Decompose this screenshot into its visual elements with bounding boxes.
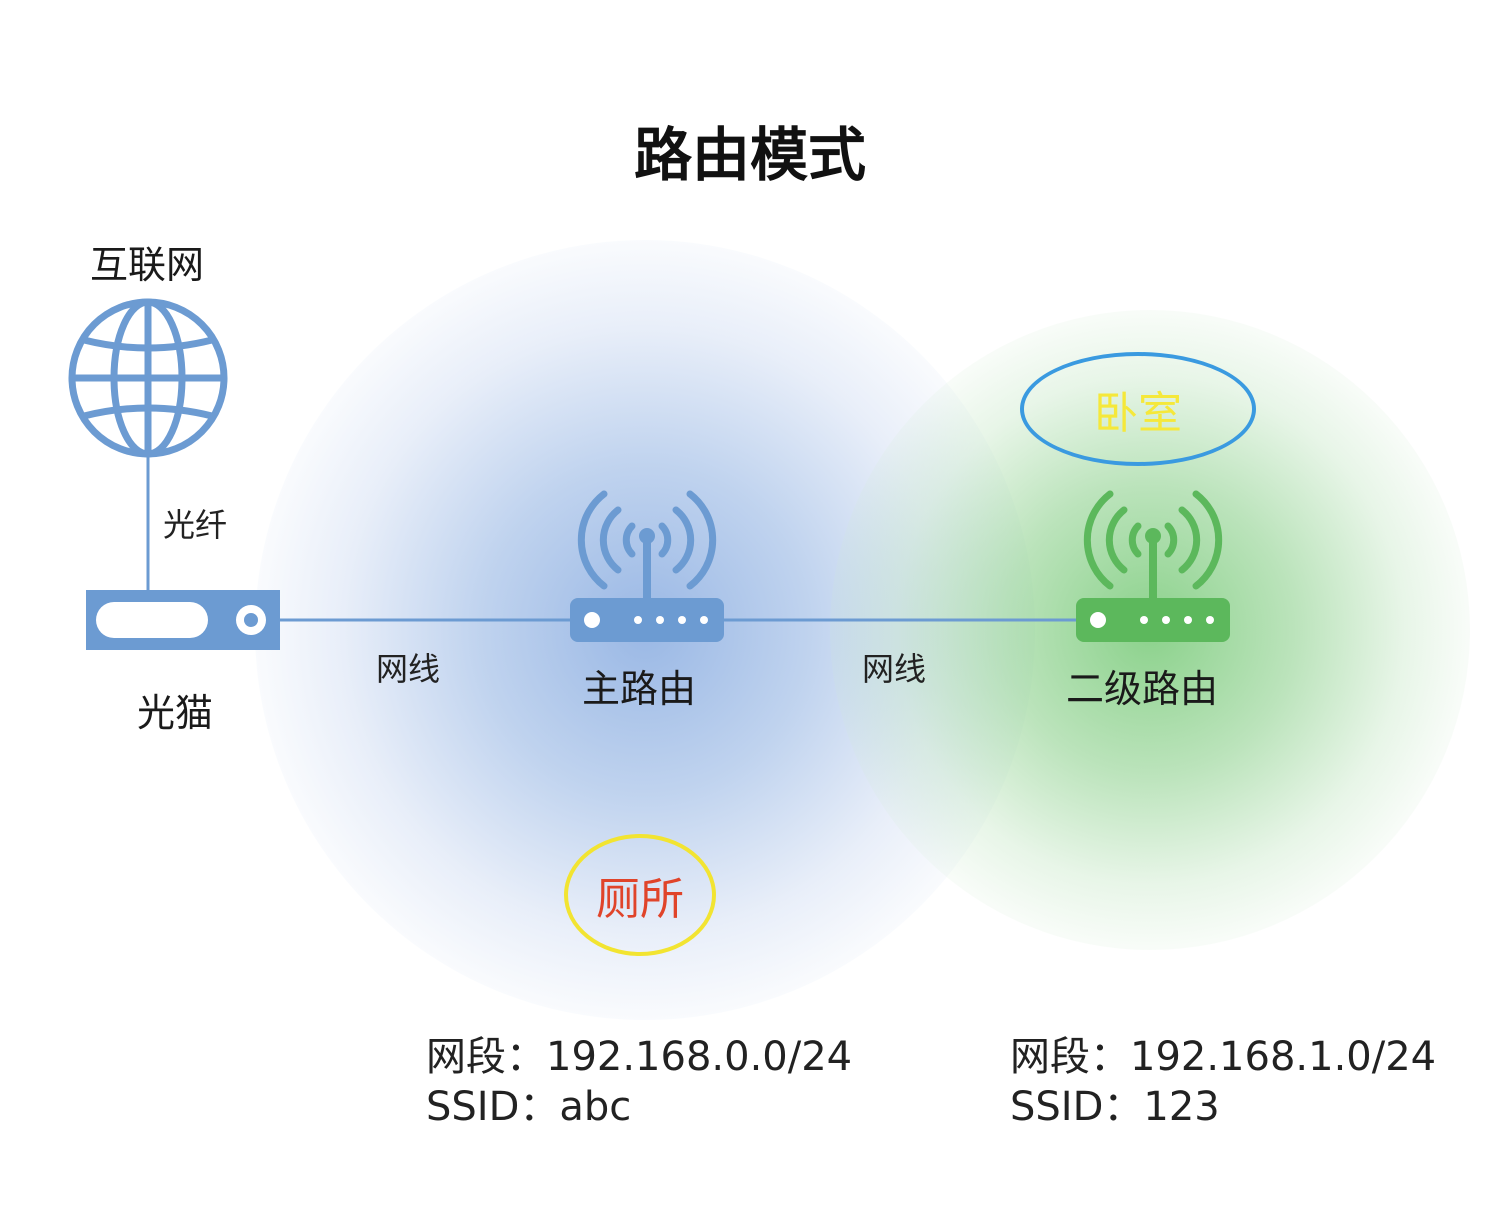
modem-label: 光猫 [137, 691, 214, 735]
diagram-title: 路由模式 [633, 121, 866, 189]
secondary-network-info: 网段：192.168.1.0/24 SSID：123 [1010, 1032, 1436, 1132]
bathroom-label: 厕所 [596, 874, 684, 925]
fiber-label: 光纤 [163, 506, 228, 544]
cable-label-2: 网线 [862, 650, 927, 688]
secondary-router-icon [1076, 490, 1230, 642]
bedroom-label: 卧室 [1094, 388, 1182, 439]
bedroom-marker: 卧室 [1020, 352, 1256, 466]
main-ssid: SSID：abc [426, 1084, 632, 1130]
globe-icon [68, 298, 228, 458]
optical-modem-icon [86, 590, 280, 650]
main-router-label: 主路由 [582, 667, 697, 711]
secondary-ssid: SSID：123 [1010, 1084, 1220, 1130]
cable-label-1: 网线 [376, 650, 441, 688]
main-subnet: 网段：192.168.0.0/24 [426, 1034, 853, 1080]
secondary-subnet: 网段：192.168.1.0/24 [1010, 1034, 1437, 1080]
main-network-info: 网段：192.168.0.0/24 SSID：abc [426, 1032, 852, 1132]
main-router-icon [570, 490, 724, 642]
secondary-router-label: 二级路由 [1066, 667, 1219, 711]
bathroom-marker: 厕所 [564, 834, 716, 956]
internet-label: 互联网 [90, 243, 205, 287]
